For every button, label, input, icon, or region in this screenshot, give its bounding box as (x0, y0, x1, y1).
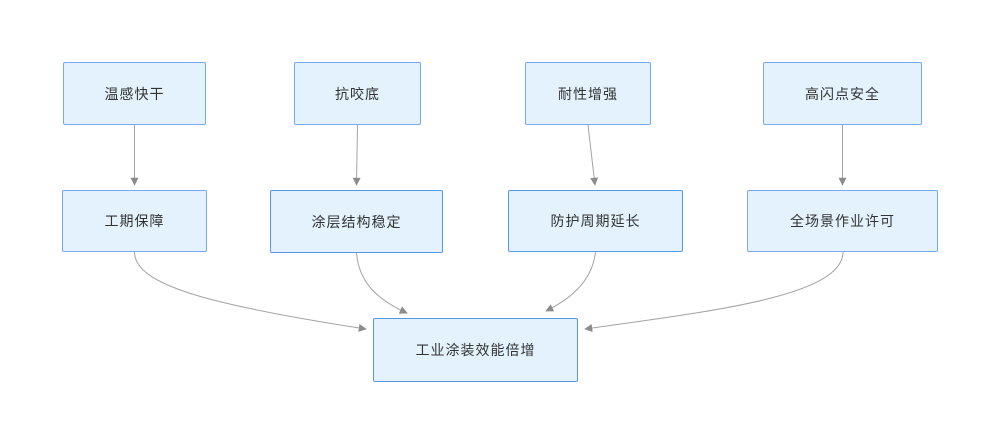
edge-permit-to-result (584, 251, 844, 332)
node-durability: 耐性增强 (525, 62, 651, 125)
node-protection-period: 防护周期延长 (508, 190, 683, 252)
node-flash-point-safety: 高闪点安全 (763, 62, 922, 125)
node-operation-permit: 全场景作业许可 (747, 190, 938, 252)
node-efficiency-result: 工业涂装效能倍增 (373, 318, 578, 382)
edge-anti-bite-to-coating (352, 124, 361, 186)
edge-schedule-to-result (134, 251, 367, 332)
node-schedule-guarantee: 工期保障 (62, 190, 207, 252)
node-coating-structure: 涂层结构稳定 (270, 190, 443, 253)
edge-durability-to-protection (587, 124, 599, 186)
edge-protection-to-result (545, 251, 596, 312)
node-anti-bite: 抗咬底 (294, 62, 421, 125)
node-quick-dry: 温感快干 (63, 62, 206, 125)
edge-coating-to-result (356, 252, 408, 314)
